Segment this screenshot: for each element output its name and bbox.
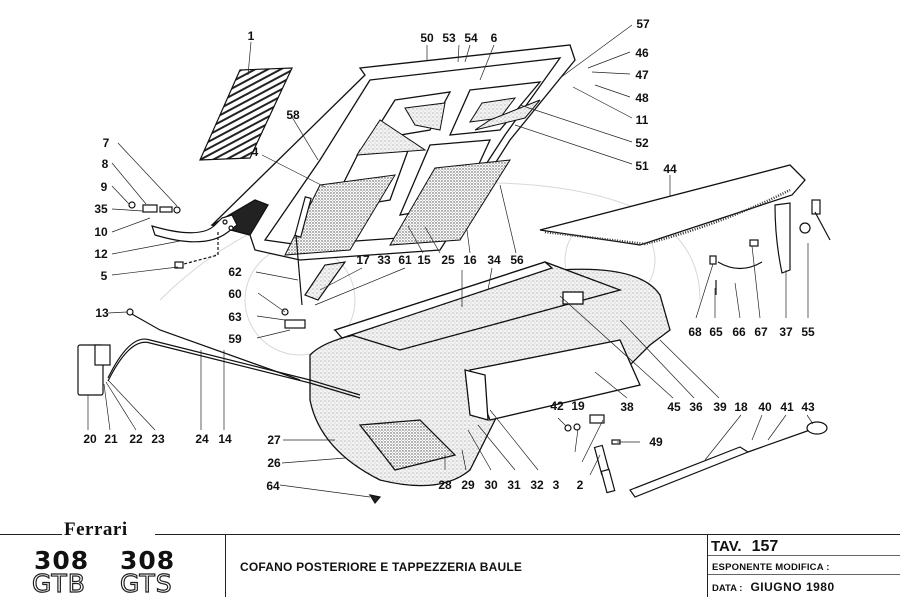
callout-23: 23: [151, 432, 165, 446]
callout-55: 55: [801, 325, 815, 339]
callout-4: 4: [251, 145, 259, 159]
callout-27: 27: [267, 433, 281, 447]
callout-15: 15: [417, 253, 431, 267]
callout-42: 42: [550, 399, 564, 413]
table-value: 157: [751, 538, 779, 555]
callout-44: 44: [663, 162, 677, 176]
callout-58: 58: [286, 108, 300, 122]
callout-40: 40: [758, 400, 772, 414]
callout-19: 19: [571, 399, 585, 413]
callout-22: 22: [129, 432, 143, 446]
callout-3: 3: [552, 478, 560, 492]
callout-16: 16: [463, 253, 477, 267]
callout-28: 28: [438, 478, 452, 492]
callout-18: 18: [734, 400, 748, 414]
title-rule-left: [0, 534, 62, 535]
callout-11: 11: [635, 113, 649, 127]
callout-50: 50: [420, 31, 434, 45]
callout-53: 53: [442, 31, 456, 45]
callout-33: 33: [377, 253, 391, 267]
mesh-panels: [284, 97, 541, 256]
brand-logo: Ferrari: [64, 519, 128, 540]
title-rule-right: [155, 534, 900, 535]
callout-36: 36: [689, 400, 703, 414]
callout-60: 60: [228, 287, 242, 301]
title-divider-1: [225, 534, 226, 597]
callout-59: 59: [228, 332, 242, 346]
part-44-trunk-panel: [539, 164, 806, 246]
callout-48: 48: [635, 91, 649, 105]
table-label: TAV.: [711, 538, 742, 555]
date-label: DATA :: [712, 583, 743, 594]
callout-41: 41: [780, 400, 794, 414]
callout-39: 39: [713, 400, 727, 414]
callout-56: 56: [510, 253, 524, 267]
callout-8: 8: [101, 157, 109, 171]
document-title: COFANO POSTERIORE E TAPPEZZERIA BAULE: [240, 560, 523, 574]
part-37-bracket: [709, 199, 831, 295]
modification-label: ESPONENTE MODIFICA :: [712, 562, 830, 573]
table-number: TAV. 157: [711, 538, 778, 556]
callout-57: 57: [636, 17, 650, 31]
part-20-latch-and-cable: [77, 308, 361, 399]
part-12-hinge-arm: [128, 201, 238, 269]
model-number-gts: 308: [120, 546, 176, 575]
callout-2: 2: [576, 478, 584, 492]
callout-34: 34: [487, 253, 501, 267]
callout-49: 49: [649, 435, 663, 449]
title-rule-esp: [708, 574, 900, 575]
callout-51: 51: [635, 159, 649, 173]
part-25-trunk-tub: [309, 261, 671, 487]
callout-7: 7: [102, 136, 110, 150]
callout-54: 54: [464, 31, 478, 45]
callout-9: 9: [100, 180, 108, 194]
part-62-gas-strut: [281, 196, 347, 329]
exploded-parts-drawing: [77, 24, 831, 505]
part-18-prop-rod: [368, 414, 828, 505]
callout-14: 14: [218, 432, 232, 446]
callout-67: 67: [754, 325, 768, 339]
callout-21: 21: [104, 432, 118, 446]
callout-24: 24: [195, 432, 209, 446]
title-divider-2: [707, 534, 708, 597]
callout-46: 46: [635, 46, 649, 60]
callout-62: 62: [228, 265, 242, 279]
model-variant-gtb: GTB: [31, 569, 86, 598]
callout-37: 37: [779, 325, 793, 339]
callout-13: 13: [95, 306, 109, 320]
callout-17: 17: [356, 253, 370, 267]
date-field: DATA : GIUGNO 1980: [712, 580, 835, 594]
title-rule-tav: [708, 555, 900, 556]
callout-26: 26: [267, 456, 281, 470]
callout-25: 25: [441, 253, 455, 267]
callout-64: 64: [266, 479, 280, 493]
callout-12: 12: [94, 247, 108, 261]
model-number-gtb: 308: [34, 546, 90, 575]
part-1-louver-grille: [199, 67, 293, 161]
callout-30: 30: [484, 478, 498, 492]
callout-38: 38: [620, 400, 634, 414]
leader-lines: [87, 24, 814, 498]
callout-6: 6: [490, 31, 498, 45]
callout-31: 31: [507, 478, 521, 492]
callout-43: 43: [801, 400, 815, 414]
modification-field: ESPONENTE MODIFICA :: [712, 562, 830, 573]
callout-1: 1: [247, 29, 255, 43]
callout-68: 68: [688, 325, 702, 339]
callout-63: 63: [228, 310, 242, 324]
callout-47: 47: [635, 68, 649, 82]
callout-32: 32: [530, 478, 544, 492]
callout-20: 20: [83, 432, 97, 446]
callout-10: 10: [94, 225, 108, 239]
callout-29: 29: [461, 478, 475, 492]
model-variant-gts: GTS: [119, 569, 173, 598]
callout-5: 5: [100, 269, 108, 283]
date-value: GIUGNO 1980: [750, 580, 835, 594]
callout-65: 65: [709, 325, 723, 339]
callout-61: 61: [398, 253, 412, 267]
callout-45: 45: [667, 400, 681, 414]
callout-52: 52: [635, 136, 649, 150]
callout-35: 35: [94, 202, 108, 216]
callout-66: 66: [732, 325, 746, 339]
